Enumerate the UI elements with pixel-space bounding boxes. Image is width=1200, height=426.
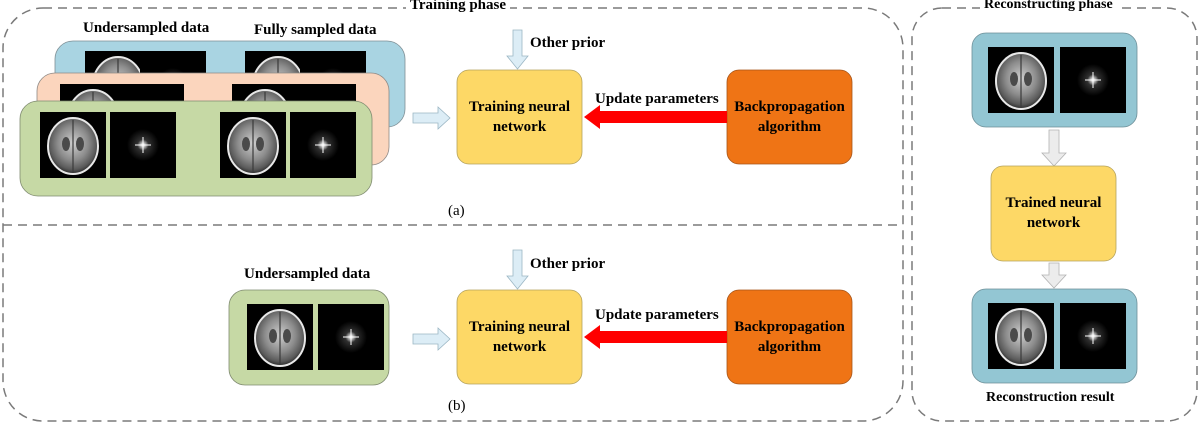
training-phase-title: Training phase xyxy=(406,0,510,14)
update-parameters-label-b: Update parameters xyxy=(595,307,719,323)
undersampled-label-a: Undersampled data xyxy=(83,20,210,36)
other-prior-label-a: Other prior xyxy=(530,35,606,51)
recon-arrow-down-1 xyxy=(1041,129,1067,167)
fully-sampled-label-a: Fully sampled data xyxy=(254,22,377,38)
backprop-box-a-label: Backpropagation algorithm xyxy=(734,99,845,135)
training-box-a xyxy=(456,69,583,165)
trained-network-box xyxy=(990,165,1117,262)
other-prior-label-b: Other prior xyxy=(530,256,606,272)
other-prior-arrow-a xyxy=(506,29,529,70)
other-prior-arrow-b xyxy=(506,249,529,290)
update-arrow-a xyxy=(584,105,727,129)
backprop-box-b-label: Backpropagation algorithm xyxy=(734,319,845,355)
training-box-a-label: Training neural network xyxy=(469,99,570,135)
reconstruction-result-label: Reconstruction result xyxy=(986,390,1115,405)
update-parameters-label-a: Update parameters xyxy=(595,91,719,107)
trained-network-label: Trained neural network xyxy=(1005,195,1102,231)
panel-label-a: (a) xyxy=(448,203,465,219)
data-to-training-arrow-a xyxy=(412,106,451,130)
panel-label-b: (b) xyxy=(448,398,466,414)
training-box-b-label: Training neural network xyxy=(469,319,570,355)
reconstruction-phase-title: Reconstructing phase xyxy=(980,0,1117,13)
update-arrow-b xyxy=(584,325,727,349)
undersampled-label-b: Undersampled data xyxy=(244,266,371,282)
data-to-training-arrow-b xyxy=(412,327,451,351)
recon-arrow-down-2 xyxy=(1041,262,1067,289)
training-box-b xyxy=(456,289,583,385)
